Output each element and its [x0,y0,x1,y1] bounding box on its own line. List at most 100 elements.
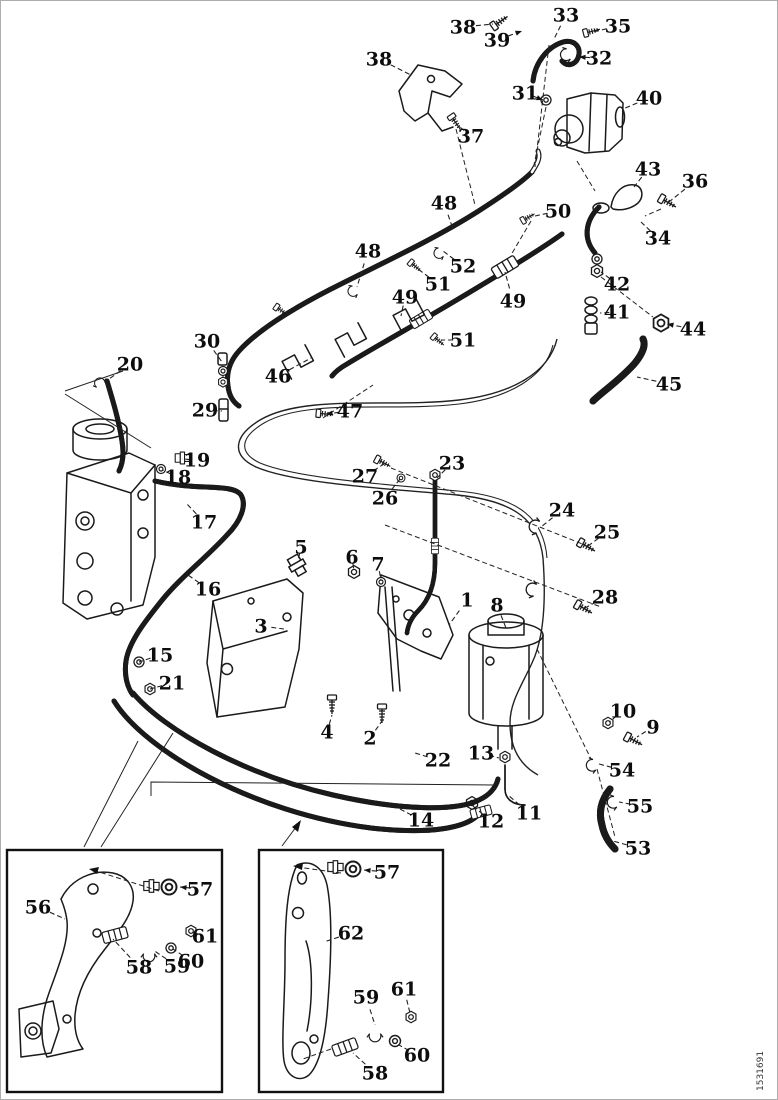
callout-label-44: 44 [680,319,706,341]
leader-line-61 [190,931,199,935]
leader-line-37 [455,123,465,132]
callout-label-7: 7 [371,554,384,576]
callout-label-62: 62 [338,923,364,945]
callout-label-24: 24 [549,500,575,522]
leader-line-23 [436,469,446,479]
callout-label-58: 58 [126,957,152,979]
leader-line-33 [553,25,562,40]
callout-label-52: 52 [450,256,476,278]
callout-43: 43 [633,159,661,188]
callout-17: 17 [186,503,217,534]
callout-label-48: 48 [355,241,381,263]
leader-line-28 [584,601,597,609]
hydraulic-pump-art [553,92,626,154]
hose-20-art [64,370,152,474]
callout-label-38: 38 [450,17,476,39]
callout-33: 33 [553,5,579,40]
callout-49: 49 [392,287,418,317]
callout-label-40: 40 [636,88,662,110]
leader-line-46 [289,357,312,371]
control-valve-art [62,418,191,620]
callout-47: 47 [325,401,363,423]
leader-line-3 [271,626,285,630]
callout-60: 60 [172,948,204,973]
callout-label-58: 58 [362,1063,388,1085]
callout-label-49: 49 [500,291,526,313]
callout-21: 21 [149,673,185,695]
callout-label-57: 57 [374,862,400,884]
callout-label-42: 42 [604,274,630,296]
callout-18: 18 [161,467,191,489]
callout-42: 42 [600,271,630,296]
leader-line-7 [378,571,382,581]
callout-48: 48 [355,241,381,288]
callout-label-61: 61 [391,979,417,1001]
callout-34: 34 [640,221,671,250]
leader-line-18 [161,469,172,475]
leader-line-58 [352,1052,366,1065]
callout-4: 4 [320,714,334,744]
main-loop-hose-art [237,338,558,776]
callout-label-5: 5 [294,537,307,559]
leader-line-20 [108,370,121,380]
leader-line-25 [587,537,599,547]
hose-53-art [583,716,645,853]
callout-14: 14 [399,808,434,832]
callout-59: 59 [353,987,379,1026]
leader-line-34 [640,221,651,232]
leader-line-52 [442,250,455,260]
callout-label-12: 12 [478,811,504,833]
callout-label-38: 38 [366,49,392,71]
callout-label-17: 17 [191,512,217,534]
leader-line-62 [323,936,340,943]
callout-label-29: 29 [192,400,218,422]
callout-label-25: 25 [594,522,620,544]
inset-box-2 [257,848,445,1094]
callout-label-18: 18 [165,467,191,489]
leader-line-60 [172,948,184,957]
callout-39: 39 [484,30,523,52]
filter-assembly-art [465,613,544,811]
pressure-line-art [329,231,565,379]
tube-end-fittings-art [217,352,229,422]
callout-8: 8 [490,595,507,629]
callout-23: 23 [436,453,465,479]
callout-label-20: 20 [117,354,143,376]
leader-line-12 [472,805,484,815]
leader-line-41 [599,311,610,314]
callout-label-8: 8 [490,595,503,617]
leader-line-13 [488,754,500,759]
callout-label-56: 56 [25,897,51,919]
callout-27: 27 [352,463,385,488]
callout-32: 32 [578,48,612,70]
leader-line-9 [636,731,647,738]
callout-3: 3 [254,616,285,638]
bottom-hoses-art [111,690,501,831]
callout-label-1: 1 [460,590,473,612]
leader-line-59 [152,949,167,960]
bracket-56-art [18,871,135,1058]
callout-label-19: 19 [184,450,210,472]
leader-line-38 [390,64,412,76]
callout-60: 60 [398,1045,430,1067]
leader-line-35 [592,28,607,33]
leader-line-30 [213,350,223,363]
callout-label-51: 51 [450,330,476,352]
callout-31: 31 [512,83,544,105]
leader-line-45 [636,376,657,382]
leader-line-61 [406,999,411,1014]
top-bracket-art [398,64,463,132]
callout-51: 51 [417,268,451,296]
callout-13: 13 [468,743,500,765]
leader-line-14 [399,808,412,816]
leader-line-55 [618,801,631,805]
doc-code: 1531691 [756,1051,766,1091]
callout-40: 40 [622,88,662,110]
callout-58: 58 [352,1052,388,1085]
return-elbow-art [584,184,670,405]
leader-arrowhead-32 [579,54,586,60]
callout-label-14: 14 [408,810,434,832]
callout-label-41: 41 [604,302,630,324]
